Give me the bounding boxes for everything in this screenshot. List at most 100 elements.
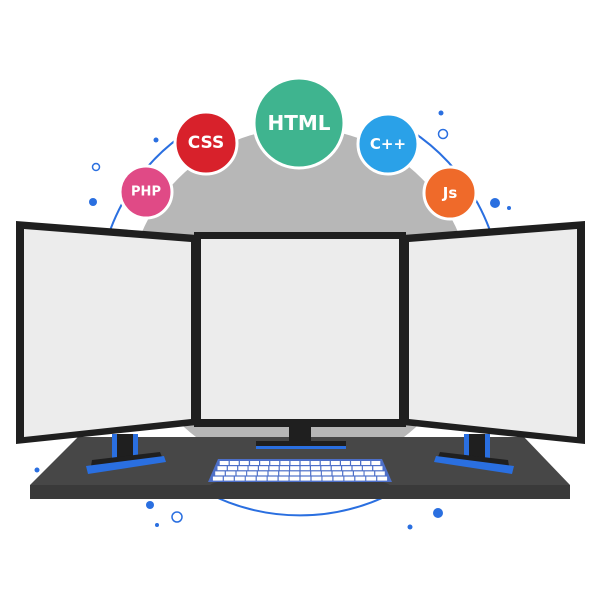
keyboard-key <box>248 466 258 471</box>
keyboard-key <box>332 471 343 476</box>
keyboard-key <box>354 471 364 476</box>
right-monitor-stand <box>434 434 514 474</box>
center-monitor-screen <box>201 239 399 419</box>
dot <box>155 523 159 527</box>
cpp-badge-circle <box>356 112 420 176</box>
left-monitor <box>16 221 197 444</box>
keyboard-key <box>225 471 236 476</box>
keyboard <box>208 459 392 482</box>
keyboard-key <box>245 476 256 481</box>
dot <box>438 110 444 116</box>
keyboard-key <box>256 476 267 481</box>
keyboard-key <box>279 466 289 471</box>
keyboard-key <box>343 471 353 476</box>
keyboard-key <box>342 466 352 471</box>
language-badge-cpp: C++ <box>356 112 420 176</box>
keyboard-key <box>344 476 355 481</box>
keyboard-key <box>300 461 310 465</box>
dot <box>34 467 40 473</box>
left-monitor-stand <box>86 434 166 474</box>
keyboard-key <box>321 471 332 476</box>
keyboard-key <box>311 466 321 471</box>
keyboard-key <box>364 471 375 476</box>
keyboard-key <box>229 461 239 465</box>
dot <box>171 511 183 523</box>
center-stand-base <box>256 441 346 448</box>
center-monitor-stand <box>256 424 346 449</box>
keyboard-key <box>270 461 280 465</box>
cpp-label: C++ <box>370 135 406 153</box>
js-label: Js <box>442 184 458 202</box>
keyboard-key <box>352 466 362 471</box>
css-badge-circle <box>173 110 239 176</box>
dot <box>146 501 154 509</box>
keyboard-key <box>311 476 322 481</box>
keyboard-key <box>238 466 248 471</box>
left-monitor-screen <box>24 229 191 437</box>
html-label: HTML <box>267 111 330 135</box>
html-badge-circle <box>252 76 346 170</box>
dot <box>89 198 97 206</box>
center-monitor <box>194 232 406 427</box>
keyboard-key <box>268 471 279 476</box>
dot <box>407 524 413 530</box>
keyboard-key <box>234 476 245 481</box>
right-monitor <box>403 221 585 444</box>
keyboard-key <box>215 471 225 476</box>
dot <box>507 206 511 210</box>
keyboard-key <box>320 461 330 465</box>
keyboard-key <box>279 471 289 476</box>
dot <box>437 128 449 140</box>
dot <box>433 508 443 518</box>
keyboard-key <box>331 466 341 471</box>
keyboard-key <box>290 461 300 465</box>
keyboard-key <box>351 461 360 465</box>
js-badge-circle <box>422 165 478 221</box>
keyboard-key <box>212 476 223 481</box>
keyboard-key <box>361 461 371 465</box>
keyboard-key <box>375 471 385 476</box>
language-badge-html: HTML <box>252 76 346 170</box>
keyboard-key <box>366 476 377 481</box>
keyboard-key <box>289 476 300 481</box>
keyboard-key <box>322 476 333 481</box>
center-stand-neck <box>289 424 311 444</box>
keyboard-key <box>219 461 229 465</box>
keyboard-key <box>280 461 290 465</box>
keyboard-key <box>257 471 268 476</box>
dot <box>490 198 500 208</box>
keyboard-key <box>355 476 366 481</box>
keyboard-key <box>373 466 383 471</box>
keyboard-key <box>310 461 320 465</box>
keyboard-key <box>300 476 311 481</box>
keyboard-key <box>259 466 269 471</box>
keyboard-key <box>321 466 331 471</box>
keyboard-key <box>267 476 278 481</box>
keyboard-key <box>333 476 344 481</box>
keyboard-key <box>236 471 247 476</box>
keyboard-key <box>300 466 310 471</box>
language-badge-css: CSS <box>173 110 239 176</box>
keyboard-key <box>260 461 270 465</box>
keyboard-key <box>227 466 238 471</box>
keyboard-key <box>223 476 234 481</box>
language-badge-php: PHP <box>118 164 174 220</box>
right-monitor-screen <box>409 229 577 437</box>
php-badge-circle <box>118 164 174 220</box>
keyboard-key <box>217 466 227 471</box>
php-label: PHP <box>131 185 161 200</box>
keyboard-key <box>278 476 289 481</box>
dot <box>91 162 101 172</box>
keyboard-key <box>239 461 249 465</box>
keyboard-key <box>377 476 388 481</box>
css-label: CSS <box>188 133 225 153</box>
dot <box>153 137 159 143</box>
keyboard-key <box>247 471 257 476</box>
keyboard-key <box>290 466 300 471</box>
keyboard-key <box>362 466 373 471</box>
keyboard-key <box>289 471 300 476</box>
keyboard-key <box>311 471 321 476</box>
language-badge-js: Js <box>422 165 478 221</box>
keyboard-key <box>341 461 350 465</box>
